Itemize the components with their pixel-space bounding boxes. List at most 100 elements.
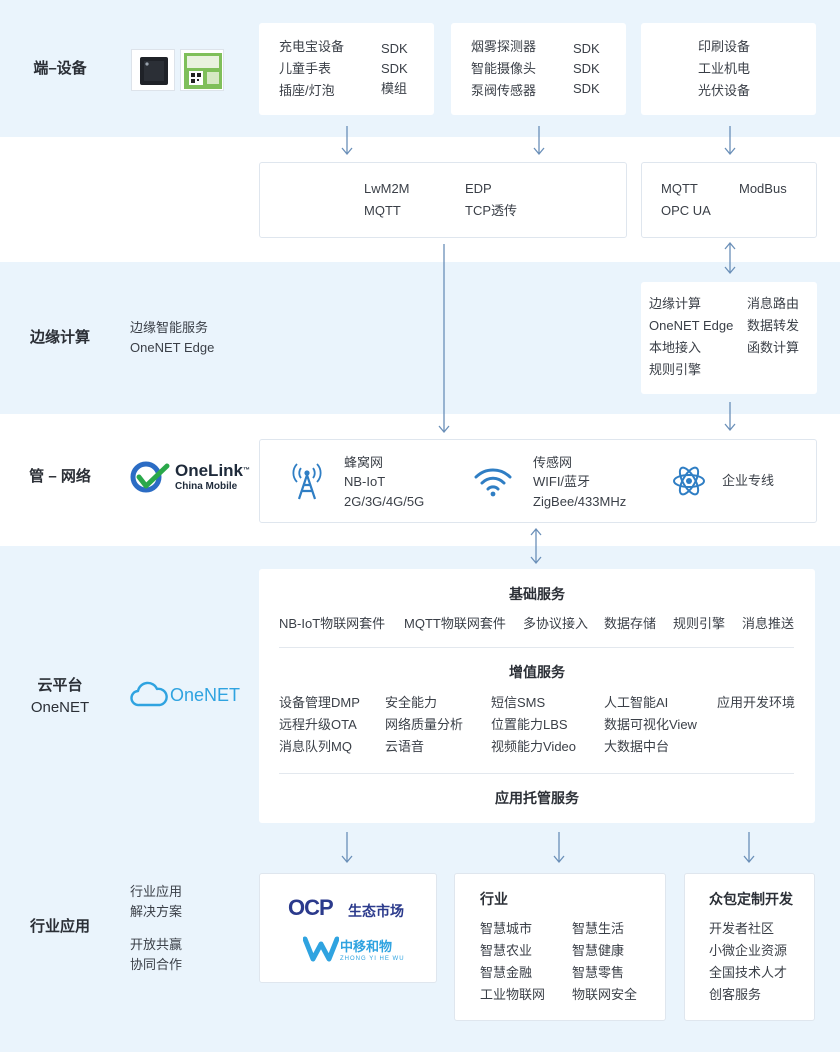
value-service-item: 视频能力Video bbox=[491, 739, 577, 754]
arrow-down bbox=[743, 832, 755, 864]
industry-item: 智慧零售 bbox=[572, 965, 625, 980]
device-type: SDK bbox=[573, 41, 600, 56]
value-service-item: 云语音 bbox=[385, 739, 425, 754]
protocol-item: EDP bbox=[465, 181, 492, 196]
row-label-edge: 边缘计算 bbox=[29, 329, 90, 346]
row-label-network: 管 – 网络 bbox=[29, 468, 91, 485]
divider bbox=[279, 773, 794, 774]
value-services-title: 增值服务 bbox=[509, 664, 565, 680]
device-item: 插座/灯泡 bbox=[279, 83, 335, 98]
chip-module-image bbox=[131, 49, 175, 91]
device-item: 印刷设备 bbox=[698, 39, 751, 54]
crowd-title: 众包定制开发 bbox=[709, 891, 793, 907]
basic-service-item: 消息推送 bbox=[742, 616, 795, 631]
industry-item: 物联网安全 bbox=[572, 987, 638, 1002]
device-type: 模组 bbox=[381, 81, 408, 96]
pcb-module-image bbox=[180, 49, 224, 91]
row-label-cloud-line1: 云平台 bbox=[37, 677, 83, 694]
cellular-item: 2G/3G/4G/5G bbox=[344, 494, 425, 509]
edge-item: OneNET Edge bbox=[649, 318, 734, 333]
device-item: 光伏设备 bbox=[698, 83, 751, 98]
device-type: SDK bbox=[381, 41, 408, 56]
industry-left-b2: 协同合作 bbox=[130, 957, 183, 972]
industry-card: 行业 智慧城市 智慧农业 智慧金融 工业物联网 智慧生活 智慧健康 智慧零售 物… bbox=[454, 873, 666, 1021]
ocp-logo: OCP bbox=[288, 895, 334, 920]
value-service-item: 位置能力LBS bbox=[491, 717, 568, 732]
edge-item: 数据转发 bbox=[747, 318, 800, 333]
onenet-logo: OneNET bbox=[130, 681, 250, 711]
industry-item: 智慧城市 bbox=[480, 921, 533, 936]
arrow-down bbox=[533, 126, 545, 156]
cellular-item: NB-IoT bbox=[344, 474, 386, 489]
device-card-3: 印刷设备 工业机电 光伏设备 bbox=[641, 23, 816, 115]
device-item: 工业机电 bbox=[698, 61, 751, 76]
arrow-down bbox=[724, 402, 736, 432]
market-card: OCP 生态市场 中移和物 ZHONG YI HE WU bbox=[259, 873, 437, 983]
industry-left-a1: 行业应用 bbox=[130, 884, 183, 899]
sensor-item: WIFI/蓝牙 bbox=[533, 474, 591, 489]
cellular-title: 蜂窝网 bbox=[344, 455, 384, 470]
industry-left-a2: 解决方案 bbox=[130, 904, 183, 919]
basic-services-title: 基础服务 bbox=[509, 586, 565, 602]
onelink-mark-icon bbox=[130, 461, 170, 493]
device-item: 烟雾探测器 bbox=[471, 39, 537, 54]
value-service-item: 消息队列MQ bbox=[279, 739, 352, 754]
onenet-logo-text: OneNET bbox=[170, 685, 241, 705]
protocol-item: TCP透传 bbox=[465, 203, 518, 218]
network-card: 蜂窝网 NB-IoT 2G/3G/4G/5G 传感网 WIFI/蓝牙 ZigBe… bbox=[259, 439, 817, 523]
onelink-logo-main: OneLink bbox=[175, 461, 244, 480]
onelink-logo-tm: ™ bbox=[243, 467, 251, 474]
protocol-item: OPC UA bbox=[661, 203, 711, 218]
industry-left-b1: 开放共赢 bbox=[130, 937, 183, 952]
industry-item: 智慧健康 bbox=[572, 943, 625, 958]
industry-item: 智慧农业 bbox=[480, 943, 533, 958]
edge-card: 边缘计算 OneNET Edge 本地接入 规则引擎 消息路由 数据转发 函数计… bbox=[641, 282, 817, 394]
edge-left-text: 边缘智能服务 OneNET Edge bbox=[130, 318, 214, 358]
value-service-item: 网络质量分析 bbox=[385, 717, 464, 732]
basic-service-item: 数据存储 bbox=[604, 616, 657, 631]
edge-left-line2: OneNET Edge bbox=[130, 340, 215, 355]
value-service-item: 数据可视化View bbox=[604, 717, 697, 732]
edge-item: 本地接入 bbox=[649, 340, 702, 355]
arrow-down bbox=[341, 126, 353, 156]
zywu-w-icon bbox=[303, 936, 339, 962]
device-type: SDK bbox=[573, 81, 600, 96]
zywu-logo-text: 中移和物 bbox=[340, 939, 393, 954]
divider bbox=[279, 647, 794, 648]
device-type: SDK bbox=[381, 61, 408, 76]
basic-service-item: 规则引擎 bbox=[673, 616, 726, 631]
device-item: 泵阀传感器 bbox=[471, 83, 537, 98]
hosting-services-title: 应用托管服务 bbox=[495, 790, 579, 806]
protocol-item: LwM2M bbox=[364, 181, 410, 196]
basic-service-item: NB-IoT物联网套件 bbox=[279, 616, 386, 631]
edge-item: 函数计算 bbox=[747, 340, 800, 355]
basic-service-item: MQTT物联网套件 bbox=[404, 616, 506, 631]
cell-tower-icon bbox=[292, 463, 322, 500]
sensor-title: 传感网 bbox=[533, 455, 573, 470]
value-service-item: 设备管理DMP bbox=[279, 695, 360, 710]
edge-item: 规则引擎 bbox=[649, 362, 702, 377]
crowd-card: 众包定制开发 开发者社区 小微企业资源 全国技术人才 创客服务 bbox=[684, 873, 815, 1021]
protocol-card-right: MQTT OPC UA ModBus bbox=[641, 162, 817, 238]
industry-left-a: 行业应用 解决方案 bbox=[130, 882, 182, 922]
market-label: 生态市场 bbox=[348, 903, 404, 919]
arrow-down bbox=[553, 832, 565, 864]
row-label-device: 端–设备 bbox=[33, 60, 87, 77]
cloud-card: 基础服务 NB-IoT物联网套件 MQTT物联网套件 多协议接入 数据存储 规则… bbox=[259, 569, 815, 823]
industry-item: 智慧金融 bbox=[480, 965, 533, 980]
arrow-down bbox=[724, 126, 736, 156]
onelink-logo-text: OneLink™ bbox=[175, 462, 250, 480]
industry-item: 工业物联网 bbox=[480, 987, 546, 1002]
value-service-item: 远程升级OTA bbox=[279, 717, 357, 732]
cloud-icon bbox=[130, 681, 168, 707]
row-label-cloud: 云平台 OneNET bbox=[0, 675, 120, 719]
basic-service-item: 多协议接入 bbox=[523, 616, 589, 631]
protocol-item: MQTT bbox=[661, 181, 698, 196]
device-card-2: 烟雾探测器 智能摄像头 泵阀传感器 SDK SDK SDK bbox=[451, 23, 626, 115]
value-service-item: 大数据中台 bbox=[604, 739, 670, 754]
arrow-down-long bbox=[438, 244, 450, 434]
arrow-bidirectional bbox=[724, 241, 736, 275]
protocol-item: MQTT bbox=[364, 203, 401, 218]
arrow-bidirectional bbox=[530, 527, 542, 565]
row-label-industry: 行业应用 bbox=[29, 918, 90, 935]
